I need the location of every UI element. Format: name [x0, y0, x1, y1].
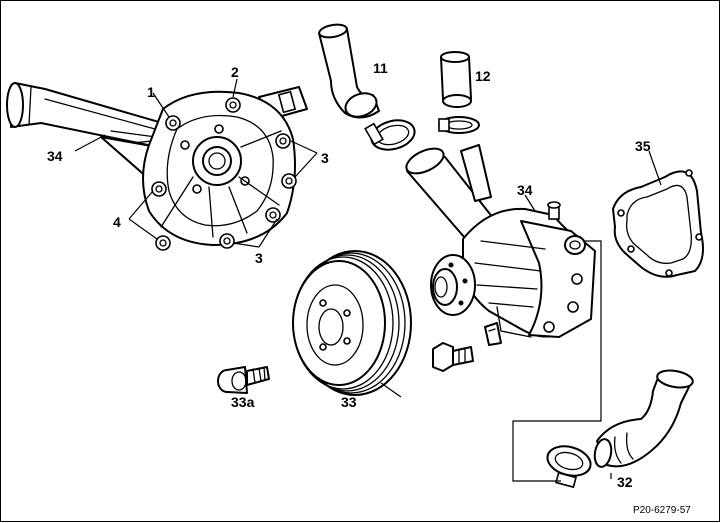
- hose-clamp-11: [364, 119, 416, 151]
- leader-lines-left: [74, 78, 318, 248]
- pump-clip: [484, 322, 502, 346]
- pump-bolt: [432, 342, 474, 372]
- label-bolts-3-lower: 3: [255, 250, 263, 266]
- hose-clamp-12: [438, 116, 480, 134]
- label-pulley: 33: [341, 394, 357, 410]
- water-pump-front-view: [405, 144, 596, 338]
- flange-bolt-4a: [151, 181, 167, 197]
- label-hose-32: 32: [617, 474, 633, 490]
- label-gasket: 35: [635, 138, 651, 154]
- pulley-33: [292, 250, 412, 396]
- assembly-lines-right: [380, 150, 662, 482]
- label-bolts-4: 4: [113, 214, 121, 230]
- flange-bolt-4b: [155, 235, 171, 251]
- hose-clamp-32: [546, 445, 592, 489]
- flange-bolt-3a: [275, 133, 291, 149]
- flange-bolt-3b: [281, 173, 297, 189]
- water-pump-rear-view: [6, 82, 308, 251]
- pulley-bolt-33a: [217, 366, 270, 394]
- flange-bolt-3d: [219, 233, 235, 249]
- hose-11: [318, 23, 380, 119]
- label-pump-right: 34: [517, 182, 533, 198]
- label-bolt-1: 1: [147, 84, 155, 100]
- flange-bolt-2: [225, 97, 241, 113]
- label-hose-12: 12: [475, 68, 491, 84]
- label-pulley-bolt: 33a: [231, 394, 255, 410]
- flange-bolt-1: [165, 115, 181, 131]
- gasket-35: [612, 169, 704, 278]
- hose-32: [593, 369, 694, 468]
- label-bolt-2: 2: [231, 64, 239, 80]
- hose-12: [440, 51, 472, 108]
- label-hose-11: 11: [373, 60, 388, 76]
- label-pump-left: 34: [47, 148, 63, 164]
- figure-reference: P20-6279-57: [633, 505, 691, 516]
- label-bolts-3-upper: 3: [321, 150, 329, 166]
- flange-bolt-3c: [265, 207, 281, 223]
